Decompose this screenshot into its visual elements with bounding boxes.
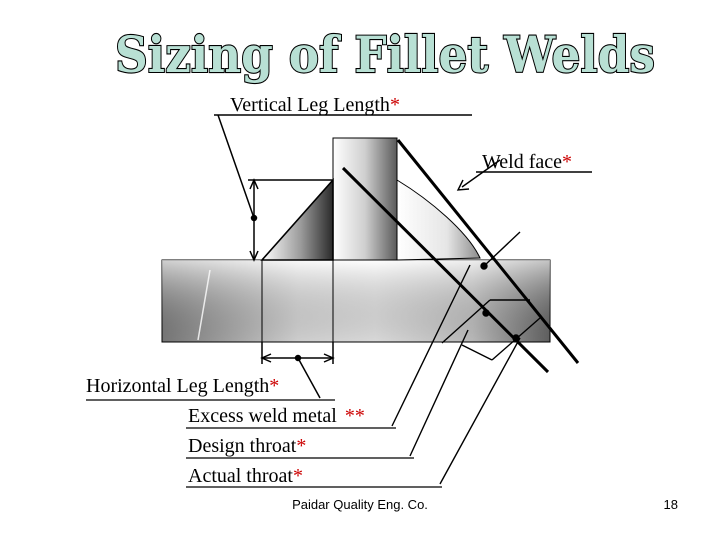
page-number: 18 xyxy=(664,497,678,512)
throat-dimension-arrows xyxy=(441,231,541,361)
leader-lines xyxy=(391,159,592,485)
vertical-leg-dimension xyxy=(214,114,472,262)
weld-face-label: Weld face* xyxy=(482,151,572,173)
excess-weld-metal-label: Excess weld metal** xyxy=(188,405,365,427)
slide-title: Sizing of Fillet Welds xyxy=(115,25,655,84)
base-plate xyxy=(161,259,551,343)
left-fillet-weld xyxy=(260,177,334,261)
footer-company: Paidar Quality Eng. Co. xyxy=(292,497,428,512)
vertical-leg-label: Vertical Leg Length* xyxy=(230,94,400,116)
vertical-plate xyxy=(332,137,398,261)
horizontal-leg-dimension xyxy=(260,342,335,399)
label-underlines xyxy=(86,399,442,488)
horizontal-leg-label: Horizontal Leg Length* xyxy=(86,375,279,397)
actual-throat-label: Actual throat* xyxy=(188,465,303,487)
right-fillet-weld xyxy=(396,179,481,261)
design-throat-label: Design throat* xyxy=(188,435,306,457)
